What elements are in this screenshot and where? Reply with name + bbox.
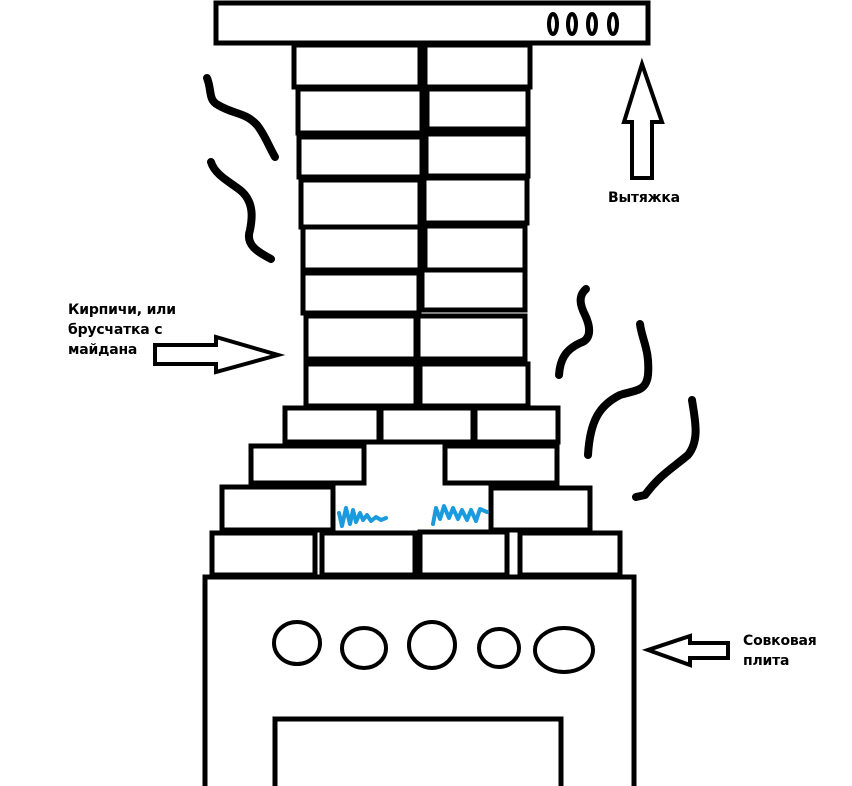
brick xyxy=(303,313,419,362)
smoke-squiggle xyxy=(207,158,275,263)
burner xyxy=(272,620,322,666)
bricks-label: Кирпичи, или брусчатка с майдана xyxy=(68,302,176,358)
range-hood xyxy=(213,0,651,46)
brick xyxy=(488,485,593,533)
chimney-bricks xyxy=(291,42,533,409)
brick xyxy=(423,131,531,179)
brick xyxy=(282,405,382,445)
arrow-up-icon xyxy=(621,57,665,180)
smoke-squiggle xyxy=(203,74,279,161)
brick xyxy=(415,313,528,362)
brick xyxy=(422,42,533,90)
arrow-left-icon xyxy=(641,633,730,668)
flame xyxy=(337,506,388,528)
hood-label: Вытяжка xyxy=(608,190,680,206)
hood-knob xyxy=(607,12,619,36)
brick xyxy=(209,530,318,578)
brick xyxy=(319,530,418,578)
stove-body xyxy=(202,574,637,786)
hood-knob xyxy=(566,12,578,36)
flames xyxy=(337,504,489,528)
smoke-squiggle xyxy=(632,396,700,501)
brick xyxy=(417,529,510,578)
hood-knob xyxy=(547,12,559,36)
brick xyxy=(472,405,561,445)
brick xyxy=(248,443,367,486)
firebox-bricks xyxy=(209,405,623,578)
burner xyxy=(340,626,388,670)
brick xyxy=(298,177,423,230)
brick xyxy=(219,484,336,533)
hood-body xyxy=(213,0,651,46)
brick xyxy=(442,443,560,486)
hood-knob xyxy=(586,12,598,36)
brick xyxy=(291,42,423,90)
brick xyxy=(517,530,623,578)
arrow-right-icon xyxy=(153,334,286,375)
flame xyxy=(431,504,489,526)
brick xyxy=(422,223,528,273)
smoke-squiggle xyxy=(584,320,653,459)
arrows xyxy=(153,57,730,668)
brick xyxy=(417,361,531,409)
brick xyxy=(424,86,531,132)
brick xyxy=(421,175,530,226)
smoke-squiggle xyxy=(555,285,594,379)
burner xyxy=(407,620,457,670)
brick xyxy=(419,267,528,313)
brick xyxy=(300,224,423,273)
brick xyxy=(296,134,425,180)
burner xyxy=(533,626,595,674)
burner xyxy=(477,627,521,669)
stove xyxy=(202,574,637,786)
brick xyxy=(300,270,422,316)
brick xyxy=(303,361,419,409)
smoke xyxy=(203,74,700,501)
oven-door xyxy=(272,716,564,786)
stove-label: Совковая плита xyxy=(743,633,817,669)
brick xyxy=(378,405,476,445)
brick xyxy=(295,86,425,136)
